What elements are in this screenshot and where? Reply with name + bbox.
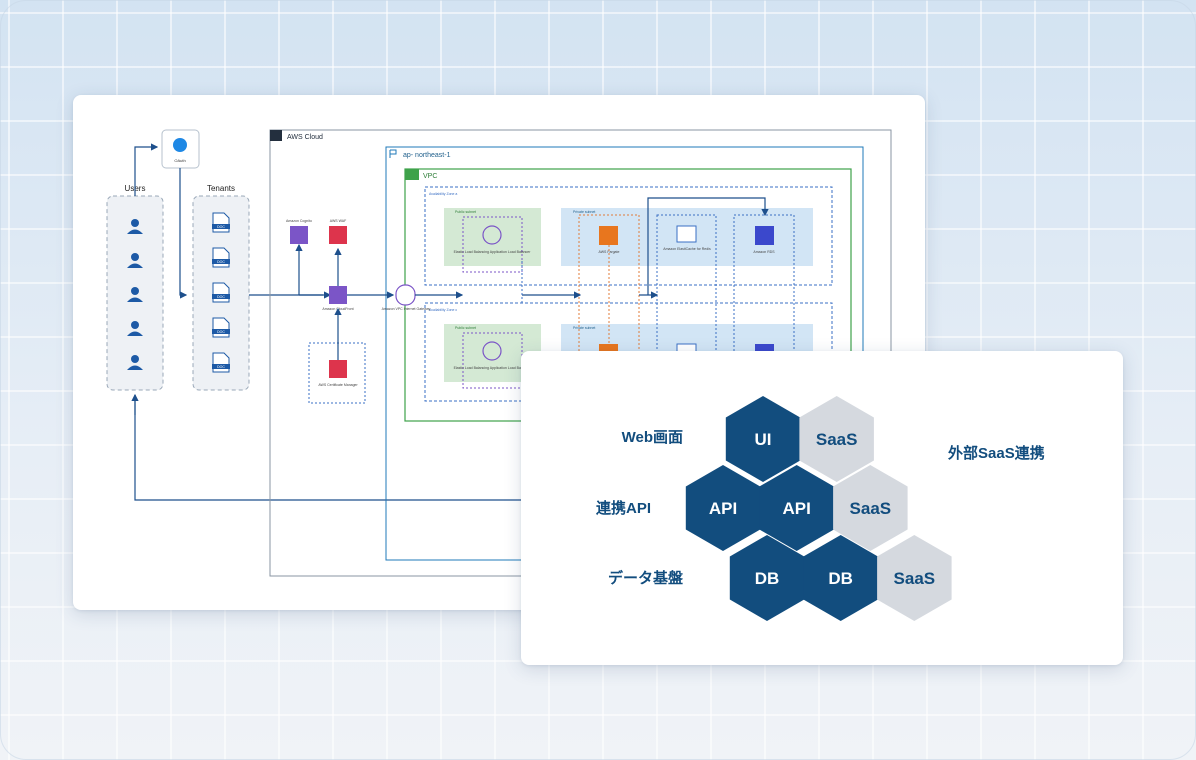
own-api-hex bbox=[759, 465, 834, 551]
own-db-hex bbox=[803, 535, 878, 621]
alb-label-c: Elastic Load Balancing Application Load … bbox=[454, 366, 532, 370]
svg-text:DOC: DOC bbox=[217, 260, 225, 264]
own-api-hex-label: API bbox=[709, 499, 737, 518]
waf-label: AWS WAF bbox=[330, 219, 346, 223]
saas-saas-hex-label: SaaS bbox=[850, 499, 892, 518]
user-icon bbox=[127, 321, 143, 336]
alb-icon bbox=[482, 341, 502, 361]
internet-gateway-label: Amazon VPC Internet Gateway bbox=[382, 307, 431, 311]
own-api-hex bbox=[685, 465, 761, 551]
user-icons bbox=[127, 219, 143, 370]
waf-icon bbox=[329, 226, 347, 244]
alb-icon bbox=[482, 225, 502, 245]
user-icon bbox=[127, 219, 143, 234]
hex-stack: UI SaaS API API SaaS DB DB SaaS bbox=[685, 396, 952, 621]
row-label-web: Web画面 bbox=[621, 429, 683, 446]
return-line bbox=[134, 395, 533, 501]
doc-icon: DOC bbox=[212, 317, 230, 338]
own-api-hex-label: API bbox=[783, 499, 811, 518]
cache-label: Amazon ElastiCache for Redis bbox=[663, 247, 711, 251]
oauth-to-tenants-arrow bbox=[179, 168, 188, 299]
doc-icon: DOC bbox=[212, 352, 230, 373]
doc-icon: DOC bbox=[212, 282, 230, 303]
tenants-label: Tenants bbox=[207, 184, 235, 193]
acm-label: AWS Certificate Manager bbox=[318, 383, 358, 387]
private-subnet-c-label: Private subnet bbox=[573, 326, 595, 330]
oauth-label: OAuth bbox=[174, 158, 185, 163]
public-subnet-c-label: Public subnet bbox=[455, 326, 476, 330]
saas-saas-hex-label: SaaS bbox=[816, 430, 858, 449]
row-label-api: 連携API bbox=[595, 500, 651, 517]
svg-text:DOC: DOC bbox=[217, 330, 225, 334]
oauth-icon bbox=[173, 138, 187, 152]
saas-saas-hex-label: SaaS bbox=[894, 569, 936, 588]
rds-icon bbox=[755, 226, 774, 245]
vpc-label: VPC bbox=[423, 173, 437, 180]
users-to-oauth-arrow bbox=[134, 143, 159, 196]
vpc-cloud-icon bbox=[405, 169, 419, 180]
own-db-hex-label: DB bbox=[828, 569, 853, 588]
own-db-hex-label: DB bbox=[755, 569, 780, 588]
service-stack-card: UI SaaS API API SaaS DB DB SaaS Web画面 連携API データ… bbox=[521, 351, 1123, 665]
certificate-icon bbox=[329, 360, 347, 378]
public-subnet-a-label: Public subnet bbox=[455, 210, 476, 214]
saas-saas-hex bbox=[799, 396, 874, 482]
acm-group bbox=[308, 342, 366, 404]
user-icon bbox=[127, 253, 143, 268]
fargate-icon bbox=[599, 226, 618, 245]
aws-logo-icon bbox=[270, 130, 282, 141]
doc-icon: DOC bbox=[212, 212, 230, 233]
az-a-boundary bbox=[424, 186, 833, 286]
doc-icons: DOC DOC DOC DOC DOC bbox=[212, 212, 230, 373]
alb-group-a bbox=[462, 216, 523, 273]
own-ui-hex bbox=[725, 396, 801, 482]
user-icon bbox=[127, 287, 143, 302]
cache-icon bbox=[676, 225, 697, 243]
private-subnet-a-label: Private subnet bbox=[573, 210, 595, 214]
region-label: ap- northeast-1 bbox=[403, 152, 451, 159]
rds-label: Amazon RDS bbox=[753, 250, 775, 254]
region-flag-icon bbox=[389, 149, 397, 158]
external-saas-label: 外部SaaS連携 bbox=[948, 445, 1045, 462]
az-a-label: Availability Zone a bbox=[429, 192, 457, 196]
svg-text:DOC: DOC bbox=[217, 365, 225, 369]
saas-saas-hex bbox=[833, 465, 908, 551]
row-label-data: データ基盤 bbox=[607, 570, 683, 587]
alb-group-c bbox=[462, 332, 523, 389]
alb-label-a: Elastic Load Balancing Application Load … bbox=[454, 250, 532, 254]
cognito-icon bbox=[290, 226, 308, 244]
cloudfront-icon bbox=[329, 286, 347, 304]
own-ui-hex-label: UI bbox=[755, 430, 772, 449]
internet-gateway-icon bbox=[395, 284, 416, 306]
cognito-label: Amazon Cognito bbox=[286, 219, 312, 223]
public-subnet-a bbox=[444, 208, 541, 266]
svg-text:DOC: DOC bbox=[217, 295, 225, 299]
user-icon bbox=[127, 355, 143, 370]
saas-saas-hex bbox=[877, 535, 952, 621]
aws-cloud-label: AWS Cloud bbox=[287, 134, 323, 141]
fargate-to-rds-arrow bbox=[647, 197, 769, 295]
svg-text:DOC: DOC bbox=[217, 225, 225, 229]
fargate-label: AWS Fargate bbox=[599, 250, 620, 254]
az-c-label: Availability Zone c bbox=[429, 308, 457, 312]
own-db-hex bbox=[729, 535, 805, 621]
architecture-diagram: Users Tenants DOC DOC DOC DOC DOC OAuth bbox=[106, 129, 892, 577]
hex-cells: UI SaaS API API SaaS DB DB SaaS bbox=[685, 396, 952, 621]
doc-icon: DOC bbox=[212, 247, 230, 268]
